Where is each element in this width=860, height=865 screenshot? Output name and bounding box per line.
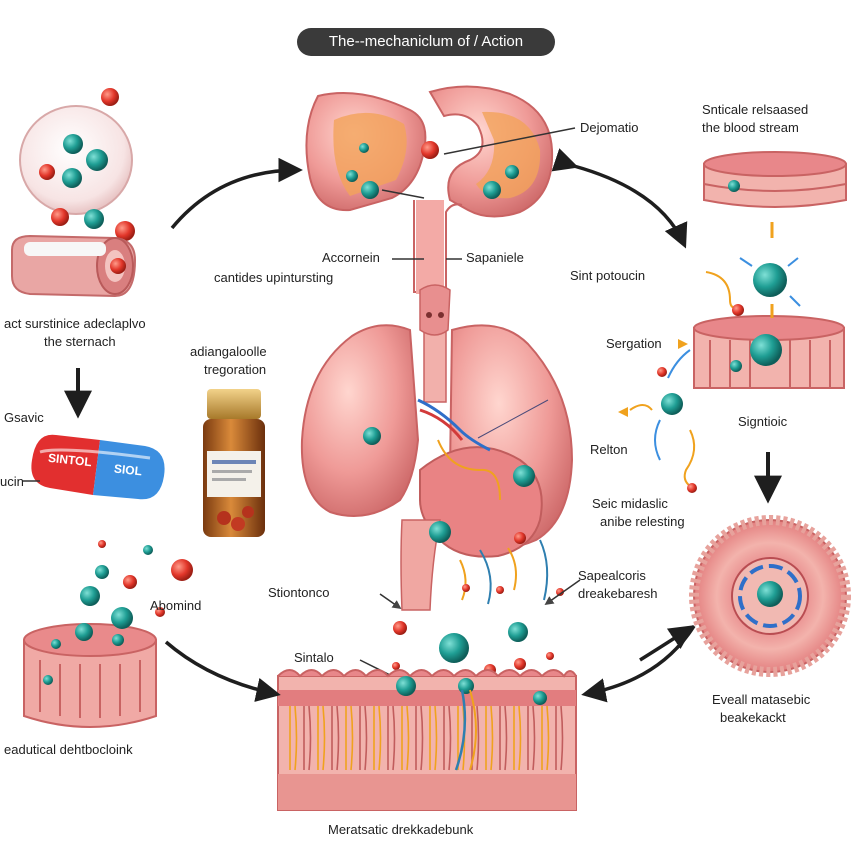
label-top-left-line2: the sternach: [44, 334, 116, 349]
label-signtioic: Signtioic: [738, 414, 788, 429]
label-sergation: Sergation: [606, 336, 662, 351]
page-title: The--mechaniclum of / Action: [297, 28, 555, 56]
label-bottom-right-line1: Eveall matasebic: [712, 692, 811, 707]
label-bottom-right-line2: beakekackt: [720, 710, 786, 725]
tissue-villus: [415, 705, 424, 771]
leader-line-stiontonco: [379, 593, 402, 610]
capsule-label-right: SIOL: [113, 461, 143, 479]
leader-line-dejomatio: [443, 127, 576, 155]
tissue-villus: [527, 705, 536, 771]
label-relton: Relton: [590, 442, 628, 457]
tissue-villus: [541, 705, 550, 771]
vessel-cross-section: [689, 515, 851, 677]
stomach-bowl-illustration: [19, 88, 135, 241]
tissue-villus: [331, 705, 340, 771]
capsule-illustration: [31, 434, 165, 500]
label-seic-line1: Seic midaslic: [592, 496, 668, 511]
label-accornein: Accornein: [322, 250, 380, 265]
tissue-block-bottom-center: [277, 669, 577, 811]
tissue-villus: [401, 705, 410, 771]
label-seic-line2: anibe relesting: [600, 514, 685, 529]
tissue-villus: [499, 705, 508, 771]
tissue-layer-top-right: [703, 151, 847, 208]
label-top-right-line2: the blood stream: [702, 120, 799, 135]
tissue-villus: [485, 705, 494, 771]
label-gsavic: Gsavic: [4, 410, 44, 425]
tissue-villus: [345, 705, 354, 771]
arrow-left-to-tissue: [164, 640, 281, 702]
arrow-head-back: [551, 148, 579, 172]
label-sintalo: Sintalo: [294, 650, 334, 665]
tissue-villus: [289, 705, 298, 771]
label-sapaniele: Sapaniele: [466, 250, 524, 265]
label-bottle-line1: adiangaloolle: [190, 344, 267, 359]
label-top-left-line1: act surstinice adeclaplvo: [4, 316, 146, 331]
label-abomind: Abomind: [150, 598, 202, 613]
tissue-villus: [443, 705, 452, 771]
scattered-particles-center: [392, 539, 564, 676]
label-bottom-center: Meratsatic drekkadebunk: [328, 822, 474, 837]
lungs-stomach-illustration: [300, 324, 574, 611]
tissue-molecules: [396, 676, 547, 771]
medicine-bottle-illustration: [203, 389, 265, 537]
tissue-villus: [513, 705, 522, 771]
tablet-roll-illustration: [11, 234, 137, 298]
leader-line-molecule: [381, 189, 425, 199]
leader-line-sapealcoris: [544, 579, 581, 606]
label-ucin: ucin: [0, 474, 24, 489]
wavy-molecules-right: [629, 349, 697, 493]
label-cantides: cantides upintursting: [214, 270, 334, 285]
tissue-villus: [429, 705, 438, 771]
tissue-villus: [387, 705, 396, 771]
label-dejomatio: Dejomatio: [580, 120, 639, 135]
tissue-villus: [373, 705, 382, 771]
arrow-bowl-to-organs: [170, 157, 303, 230]
label-stiontonco: Stiontonco: [268, 585, 330, 600]
label-sapealcoris-line1: Sapealcoris: [578, 568, 646, 583]
falling-molecules-left: [80, 540, 193, 629]
arrow-organs-to-right: [573, 164, 688, 249]
tissue-villus: [317, 705, 326, 771]
tissue-villus: [359, 705, 368, 771]
label-bottom-left: eadutical dehtbocloink: [4, 742, 133, 757]
label-top-right-line1: Snticale relsaased: [702, 102, 809, 117]
tissue-villus: [303, 705, 312, 771]
label-sint-potoucin: Sint potoucin: [570, 268, 646, 283]
upper-organs-illustration: [305, 85, 554, 403]
label-sapealcoris-line2: dreakebaresh: [578, 586, 658, 601]
orange-arrow-wave: [618, 407, 628, 417]
orange-arrow-sergation: [678, 339, 688, 349]
arrow-tissue-to-vessel: [639, 625, 695, 662]
tissue-block-bottom-left: [23, 623, 157, 728]
tissue-villi-group: [289, 705, 564, 771]
tissue-villus: [555, 705, 564, 771]
tissue-block-right: [693, 304, 845, 389]
molecule-release-top-right: [705, 257, 801, 316]
label-bottle-line2: tregoration: [204, 362, 267, 377]
